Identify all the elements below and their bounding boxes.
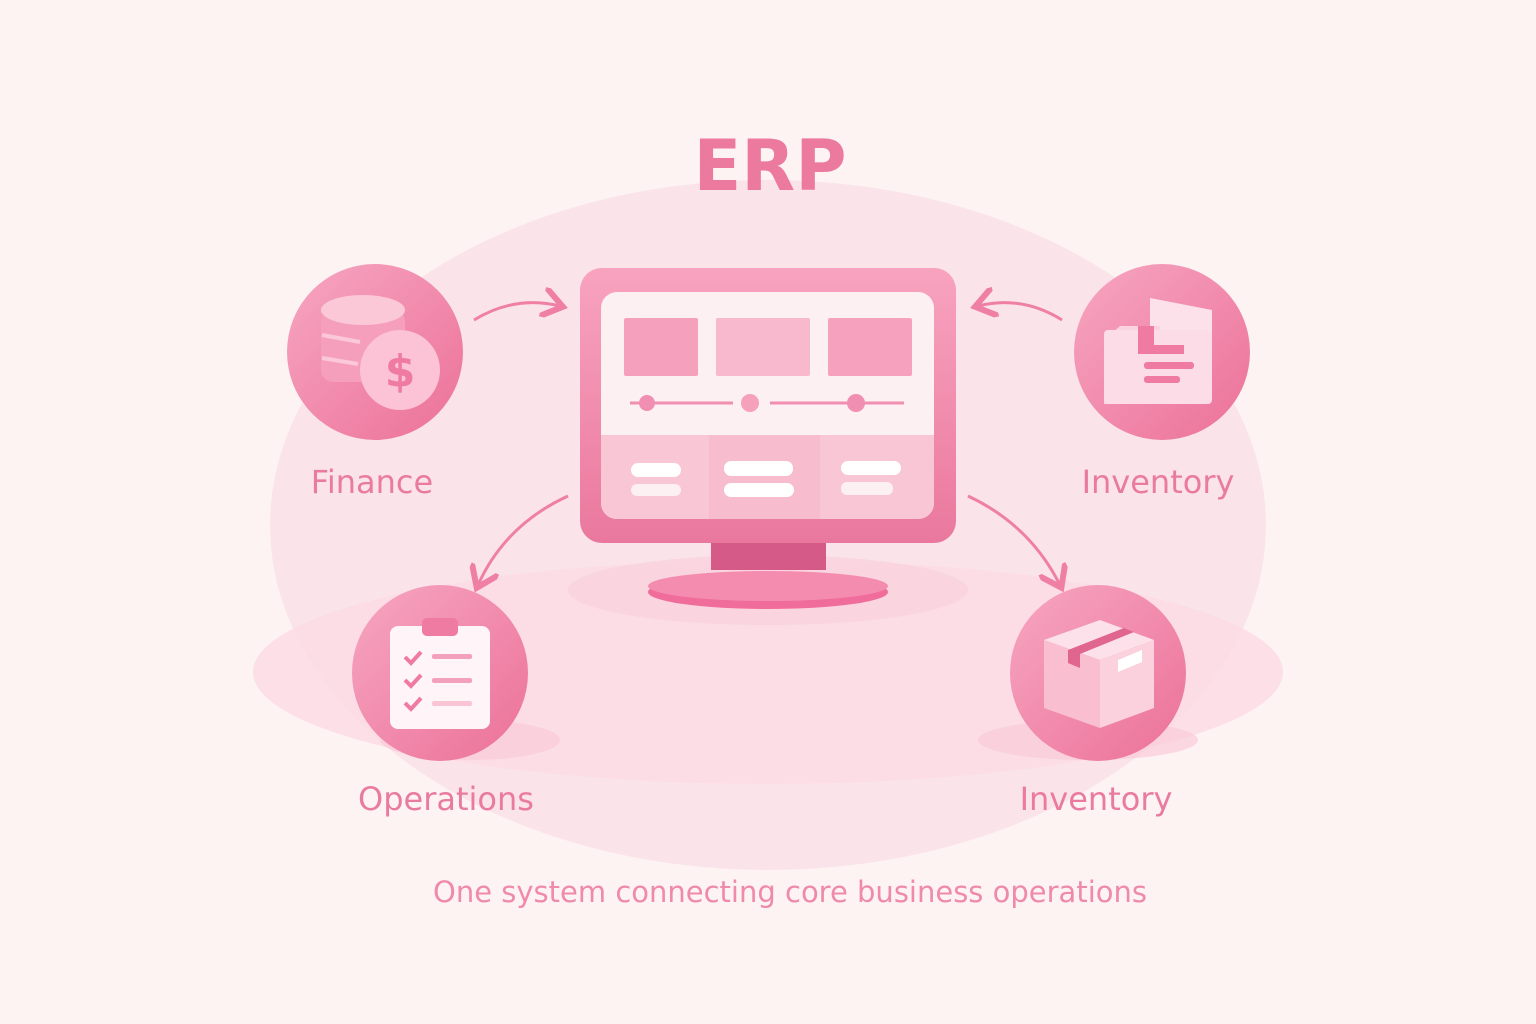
arrow-erp-to-inventory [967, 494, 1060, 585]
inventory-module-top[interactable]: Inventory [1074, 264, 1250, 501]
inventory-label-top: Inventory [1082, 463, 1235, 501]
page-title: ERP [693, 125, 846, 207]
coins-dollar-icon: $ [321, 295, 440, 410]
package-box-icon [1044, 620, 1154, 728]
svg-text:$: $ [385, 346, 416, 397]
operations-module[interactable]: Operations [352, 585, 560, 818]
inventory-label-bottom: Inventory [1020, 780, 1173, 818]
operations-label: Operations [358, 780, 534, 818]
inventory-module-bottom[interactable]: Inventory [978, 585, 1198, 818]
arrow-finance-to-erp [473, 303, 560, 322]
clipboard-checklist-icon [390, 618, 490, 729]
finance-label: Finance [311, 463, 433, 501]
finance-module[interactable]: $ Finance [287, 264, 463, 501]
folder-document-icon [1104, 298, 1212, 404]
arrow-inventory-to-erp [978, 303, 1063, 322]
subtitle: One system connecting core business oper… [433, 875, 1147, 909]
monitor-icon [580, 268, 956, 609]
arrow-erp-to-operations [478, 494, 569, 585]
